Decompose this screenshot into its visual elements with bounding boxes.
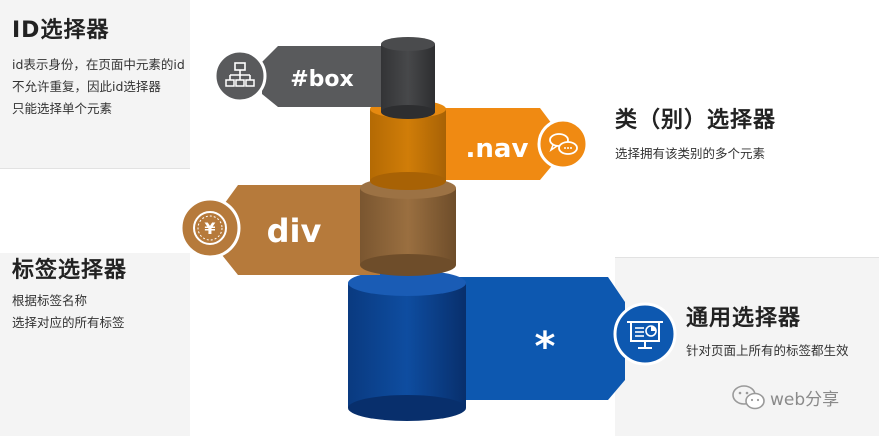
id-cylinder-top xyxy=(381,37,435,51)
id-desc-line-2: 不允许重复，因此id选择器 xyxy=(12,79,161,94)
tag-tag-label: div xyxy=(267,212,322,250)
universal-cylinder-bottom xyxy=(348,395,466,421)
class-selector-title: 类（别）选择器 xyxy=(615,108,777,133)
wechat-icon xyxy=(732,385,765,410)
universal-tag-shape xyxy=(440,277,625,400)
sitemap-icon xyxy=(213,49,267,103)
class-tag-label: .nav xyxy=(466,134,529,164)
class-cylinder-body xyxy=(370,109,446,181)
id-tag-shape xyxy=(262,46,390,107)
class-selector-desc: 选择拥有该类别的多个元素 xyxy=(615,143,765,165)
tag-cylinder-bottom xyxy=(360,254,456,276)
id-desc-line-1: id表示身份，在页面中元素的id xyxy=(12,57,185,72)
universal-tag-label: * xyxy=(535,324,556,370)
id-cylinder-body xyxy=(381,44,435,112)
universal-cylinder-top xyxy=(348,270,466,296)
id-selector-desc: id表示身份，在页面中元素的id 不允许重复，因此id选择器 只能选择单个元素 xyxy=(12,54,185,120)
watermark: web分享 xyxy=(732,385,839,410)
id-level: #box xyxy=(213,37,435,119)
tag-cylinder-body xyxy=(360,188,456,265)
svg-text:¥: ¥ xyxy=(204,219,215,238)
tag-desc-line-1: 根据标签名称 xyxy=(12,293,88,308)
universal-selector-desc: 针对页面上所有的标签都生效 xyxy=(686,340,849,362)
divider-left xyxy=(0,168,190,169)
tag-selector-desc: 根据标签名称 选择对应的所有标签 xyxy=(12,290,125,334)
class-tag-shape xyxy=(430,108,555,180)
presentation-chart-icon xyxy=(613,302,677,366)
divider-right xyxy=(615,257,879,258)
universal-level: * xyxy=(348,270,677,421)
tag-panel-bg xyxy=(0,253,190,436)
id-cylinder-bottom xyxy=(381,105,435,119)
tag-selector-title: 标签选择器 xyxy=(12,258,128,283)
class-cylinder-bottom xyxy=(370,172,446,190)
yen-coin-icon: ¥ xyxy=(179,197,241,259)
id-selector-title: ID选择器 xyxy=(12,18,110,43)
class-desc-line-1: 选择拥有该类别的多个元素 xyxy=(615,146,766,161)
tag-level: div ¥ xyxy=(179,177,456,276)
id-tag-label: #box xyxy=(290,67,354,92)
id-panel-bg xyxy=(0,0,190,168)
watermark-text: web分享 xyxy=(770,390,839,410)
tag-tag-shape xyxy=(222,185,380,275)
id-desc-line-3: 只能选择单个元素 xyxy=(12,101,113,116)
tag-desc-line-2: 选择对应的所有标签 xyxy=(12,315,125,330)
universal-desc-line-1: 针对页面上所有的标签都生效 xyxy=(686,343,849,358)
universal-cylinder-body xyxy=(348,283,466,408)
chat-bubbles-icon xyxy=(537,118,589,170)
universal-selector-title: 通用选择器 xyxy=(686,306,802,331)
